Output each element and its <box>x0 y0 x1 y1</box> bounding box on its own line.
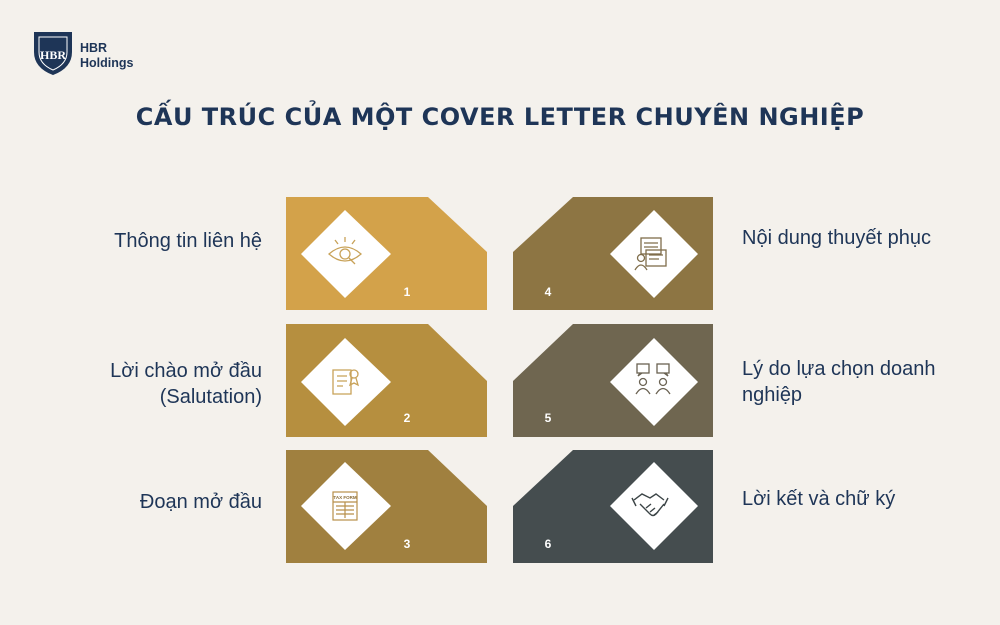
step-label-6: Lời kết và chữ ký <box>742 488 896 510</box>
step-2-diamond <box>301 338 391 426</box>
step-label-5: Lý do lựa chọn doanh nghiệp <box>742 358 936 406</box>
step-label-3: Đoạn mở đầu <box>139 491 262 513</box>
step-label-4: Nội dung thuyết phục <box>742 227 932 249</box>
step-2: 2 <box>286 324 487 437</box>
page-title: CẤU TRÚC CỦA MỘT COVER LETTER CHUYÊN NGH… <box>135 103 865 131</box>
step-1: 1 <box>286 197 487 310</box>
step-6: 6 <box>513 450 713 563</box>
tax-form-icon <box>332 491 358 521</box>
brand-logo: HBR HBR Holdings <box>32 30 142 76</box>
step-label-1: Thông tin liên hệ <box>114 230 262 252</box>
step-number-3: 3 <box>404 537 411 551</box>
brand-name-line2: Holdings <box>80 56 134 70</box>
brand-name: HBR Holdings <box>80 41 133 71</box>
logo-monogram: HBR <box>40 48 66 62</box>
handshake-icon <box>631 493 669 517</box>
eye-search-icon <box>328 237 362 265</box>
step-number-6: 6 <box>545 537 552 551</box>
certificate-icon <box>332 369 360 395</box>
step-4: 4 <box>513 197 713 310</box>
step-label-2: Lời chào mở đầu (Salutation) <box>110 360 262 408</box>
brand-name-line1: HBR <box>80 41 108 55</box>
step-5-diamond <box>610 338 698 426</box>
conversation-icon <box>635 363 671 395</box>
step-number-1: 1 <box>404 285 411 299</box>
shield-logo-icon: HBR <box>34 32 72 76</box>
step-3: TAX FORM 3 <box>286 450 487 563</box>
step-6-diamond <box>610 462 698 550</box>
step-number-2: 2 <box>404 411 411 425</box>
step-1-diamond <box>301 210 391 298</box>
documents-person-icon <box>634 237 667 271</box>
tax-form-text: TAX FORM <box>333 495 356 500</box>
step-5: 5 <box>513 324 713 437</box>
step-number-4: 4 <box>545 285 552 299</box>
step-number-5: 5 <box>545 411 552 425</box>
